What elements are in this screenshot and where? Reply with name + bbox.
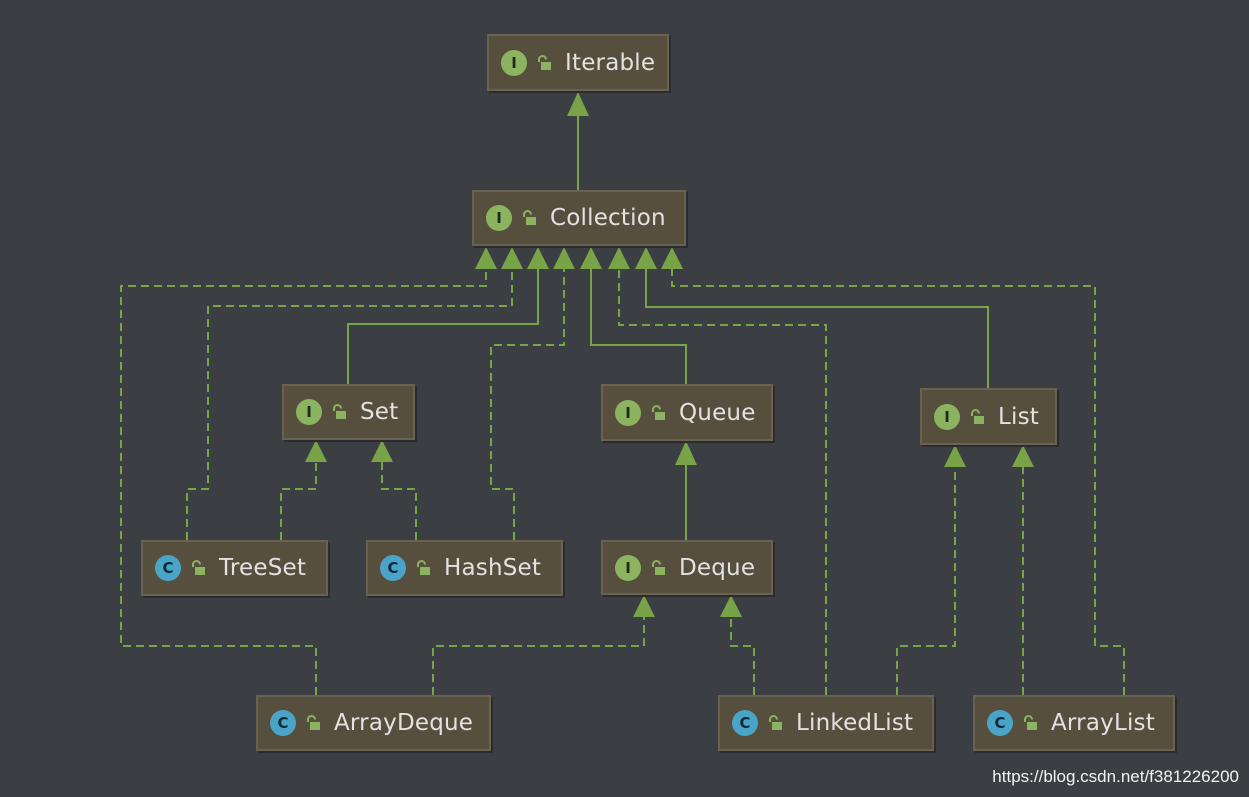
lock-open-icon (971, 408, 984, 424)
node-label: Iterable (565, 49, 656, 76)
edge-linkedlist-collection (618, 269, 827, 695)
arrowhead-collection-7 (635, 247, 657, 269)
node-deque[interactable]: I Deque (601, 540, 773, 595)
edge-arraydeque-collection (120, 269, 487, 695)
node-label: Queue (679, 399, 756, 426)
edge-linkedlist-list (896, 467, 956, 695)
edge-linkedlist-deque (730, 617, 755, 695)
lock-open-icon (538, 54, 551, 70)
lock-open-icon (652, 559, 665, 575)
interface-icon: I (501, 49, 527, 76)
arrowhead-collection-3 (527, 247, 549, 269)
arrowhead-collection-5 (580, 247, 602, 269)
node-label: Set (360, 399, 399, 425)
edge-set-collection (347, 269, 539, 384)
lock-open-icon (417, 560, 430, 575)
class-icon: C (380, 555, 406, 581)
edge-hashset-collection (490, 269, 565, 540)
lock-open-icon (523, 210, 536, 225)
node-label: HashSet (444, 555, 542, 581)
node-label: Collection (550, 205, 666, 231)
lock-open-icon (307, 715, 320, 730)
edge-arraydeque-deque (432, 617, 645, 695)
edge-treeset-set (280, 462, 317, 540)
arrowhead-collection-1 (475, 247, 497, 269)
node-hashset[interactable]: C HashSet (366, 540, 563, 596)
edge-treeset-collection (186, 269, 513, 540)
arrowhead-collection-6 (608, 247, 630, 269)
node-set[interactable]: I Set (282, 384, 415, 440)
lock-open-icon (192, 560, 205, 575)
lock-open-icon (652, 404, 665, 420)
arrowhead-iterable (567, 92, 589, 116)
arrowhead-list-1 (944, 445, 966, 467)
node-arraylist[interactable]: C ArrayList (973, 695, 1175, 751)
class-icon: C (987, 710, 1013, 736)
node-label: List (998, 403, 1040, 430)
arrowhead-set-1 (305, 440, 327, 462)
lock-open-icon (333, 404, 346, 419)
edge-queue-collection (590, 269, 687, 384)
node-collection[interactable]: I Collection (472, 190, 686, 246)
interface-icon: I (615, 399, 641, 426)
node-label: LinkedList (796, 710, 914, 736)
lock-open-icon (1024, 715, 1037, 730)
class-icon: C (270, 710, 296, 736)
class-icon: C (155, 555, 181, 581)
node-treeset[interactable]: C TreeSet (141, 540, 328, 596)
interface-icon: I (934, 403, 960, 430)
interface-icon: I (615, 554, 641, 581)
node-linkedlist[interactable]: C LinkedList (718, 695, 934, 751)
node-label: Deque (679, 554, 756, 581)
watermark-url: https://blog.csdn.net/f381226200 (992, 767, 1239, 786)
node-label: ArrayDeque (334, 710, 474, 736)
arrowhead-deque-1 (633, 595, 655, 617)
edge-hashset-set (381, 462, 417, 540)
class-icon: C (732, 710, 758, 736)
node-list[interactable]: I List (920, 388, 1057, 445)
arrowhead-collection-4 (553, 247, 575, 269)
arrowhead-set-2 (371, 440, 393, 462)
node-iterable[interactable]: I Iterable (487, 34, 669, 91)
arrowhead-collection-8 (661, 247, 683, 269)
node-label: ArrayList (1051, 710, 1155, 736)
node-queue[interactable]: I Queue (601, 384, 773, 441)
node-arraydeque[interactable]: C ArrayDeque (256, 695, 491, 751)
arrowhead-deque-2 (720, 595, 742, 617)
arrowhead-queue (675, 441, 697, 465)
arrowhead-list-2 (1012, 445, 1034, 467)
arrowhead-collection-2 (501, 247, 523, 269)
interface-icon: I (296, 399, 322, 425)
edge-list-collection (645, 269, 989, 388)
interface-icon: I (486, 205, 512, 231)
lock-open-icon (769, 715, 782, 730)
node-label: TreeSet (219, 555, 307, 581)
edge-arraylist-collection (671, 269, 1125, 695)
